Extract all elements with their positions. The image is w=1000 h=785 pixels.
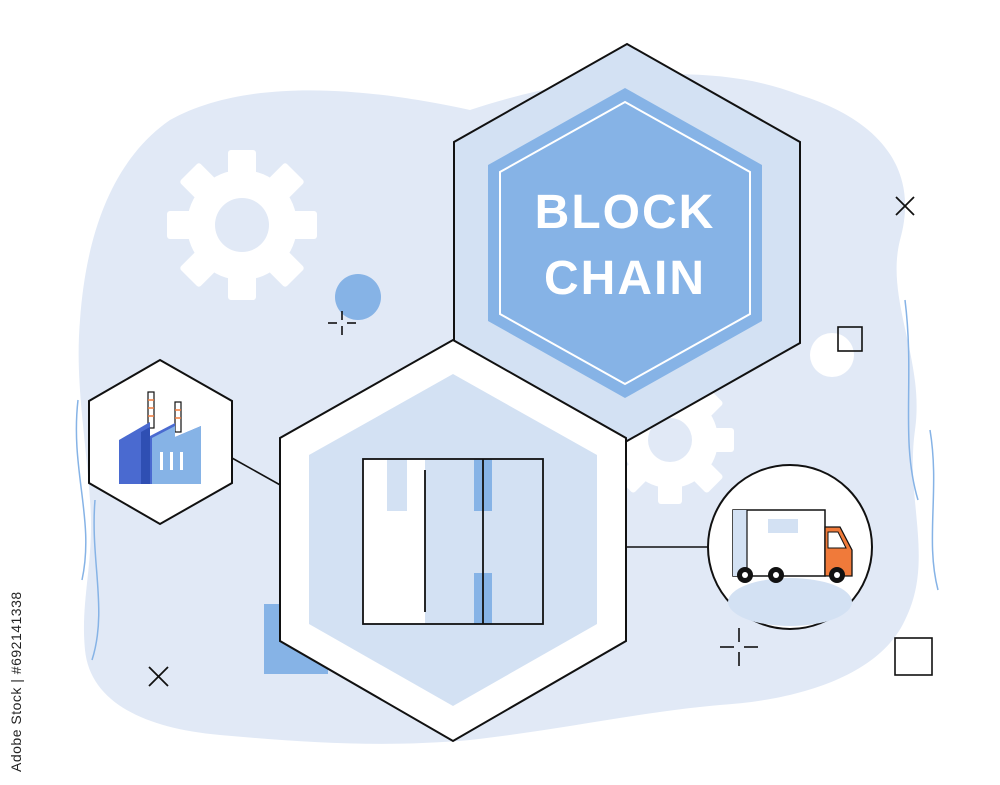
- square-outline-icon: [837, 326, 863, 352]
- cargo-box-icon: [362, 458, 544, 625]
- title-line-chain: CHAIN: [544, 252, 706, 305]
- blockchain-hexagon-inner: [488, 88, 762, 398]
- square-outline-icon: [894, 637, 933, 676]
- stock-watermark: Adobe Stock | #692141338: [8, 552, 32, 772]
- decor-circle: [810, 333, 854, 377]
- decor-dot: [335, 274, 381, 320]
- cross-mark-icon: [148, 666, 169, 687]
- factory-icon: [119, 391, 201, 484]
- gear-icon: [167, 150, 317, 300]
- watermark-text: Adobe Stock | #692141338: [8, 591, 24, 772]
- connector-line: [231, 457, 283, 487]
- sparkle-icon: [328, 311, 356, 335]
- blockchain-hexagon-inner-outline: [499, 100, 751, 386]
- title-line-block: BLOCK: [535, 186, 716, 239]
- decor-line-right-2: [929, 429, 939, 591]
- decor-line-left-2: [91, 499, 100, 661]
- decor-line-right: [904, 299, 919, 501]
- cross-mark-icon: [895, 196, 915, 216]
- sparkle-icon: [720, 628, 758, 666]
- decor-line-left: [75, 399, 87, 581]
- truck-shadow: [728, 578, 852, 626]
- delivery-truck-icon: [732, 509, 853, 583]
